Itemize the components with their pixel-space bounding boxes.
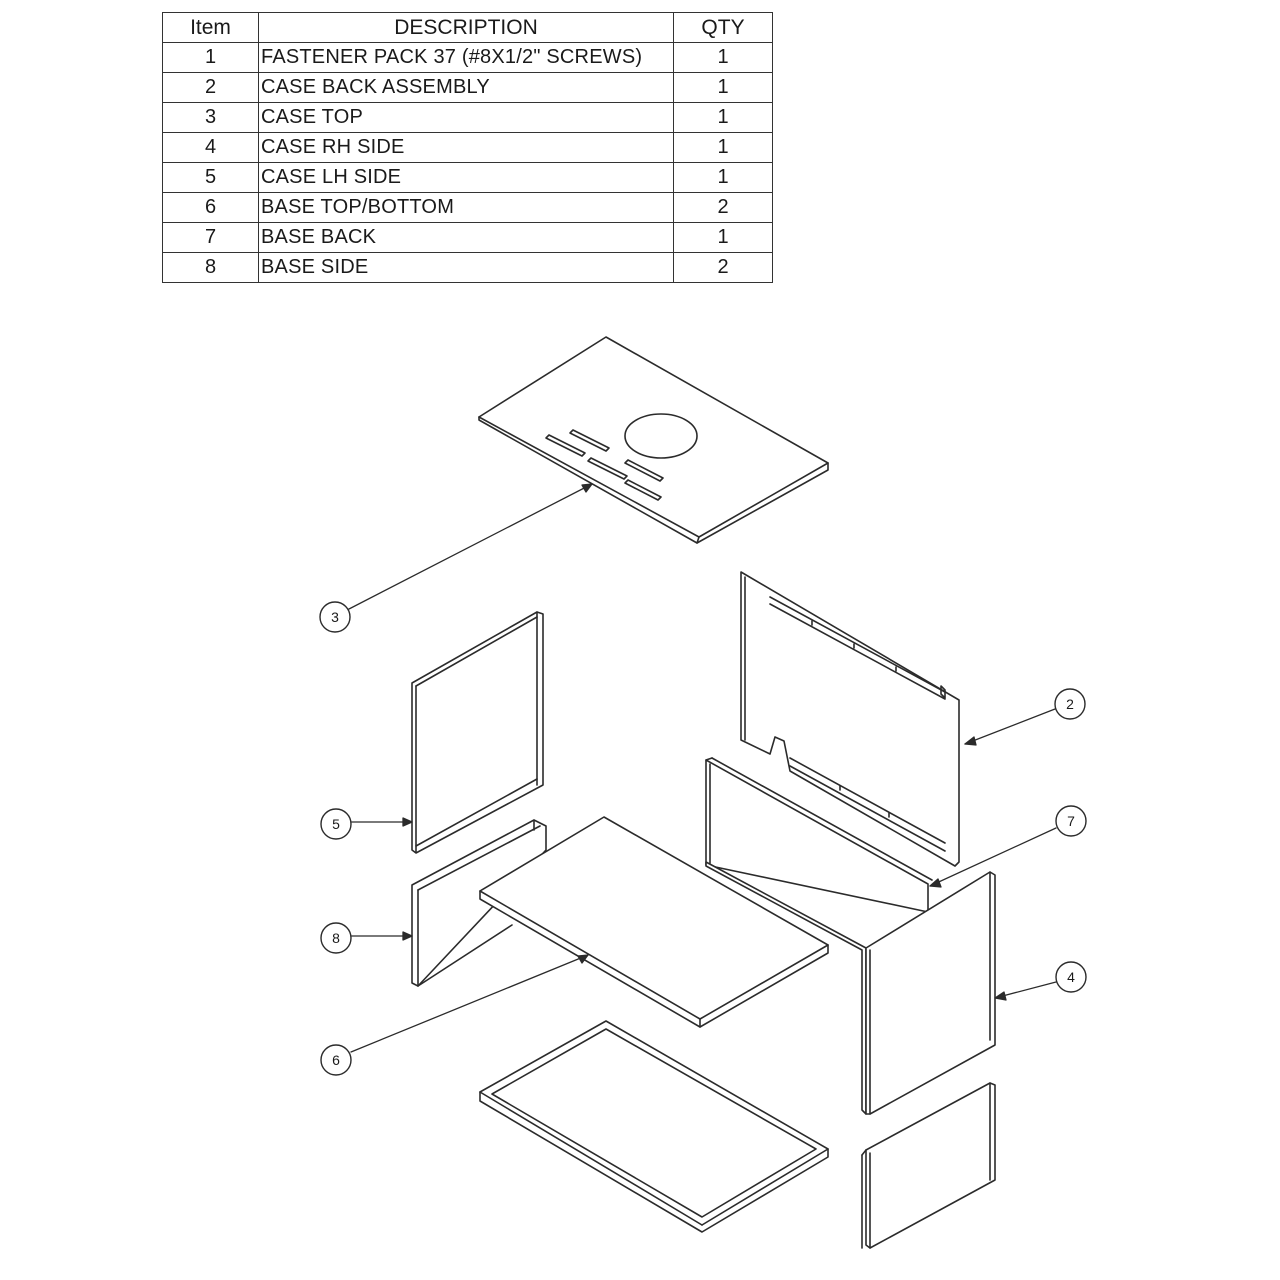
base-side-panel-right (861, 1082, 996, 1249)
case-lh-side-panel (411, 611, 544, 854)
base-bottom-tray (479, 1020, 829, 1233)
arrowhead-5 (402, 817, 413, 827)
case-rh-side-panel (705, 861, 996, 1115)
leader-7 (929, 827, 1057, 887)
row-description: CASE LH SIDE (258, 162, 674, 193)
header-item: Item (162, 12, 259, 43)
row-description: FASTENER PACK 37 (#8X1/2" SCREWS) (258, 42, 674, 73)
top-round-cutout (624, 413, 698, 459)
row-item: 5 (162, 162, 259, 193)
row-item: 2 (162, 72, 259, 103)
callout-6: 6 (320, 1044, 352, 1076)
callout-4: 4 (1055, 961, 1087, 993)
base-back-panel (705, 757, 933, 913)
arrowhead-6 (577, 954, 589, 964)
arrowhead-4 (994, 991, 1007, 1001)
row-description: BASE SIDE (258, 252, 674, 283)
row-qty: 1 (673, 132, 773, 163)
top-vent-slots (545, 429, 664, 501)
callout-balloons: 3 2 5 7 8 4 6 (319, 601, 1087, 1076)
leader-3 (348, 483, 593, 610)
svg-text:3: 3 (331, 609, 339, 625)
callout-7: 7 (1055, 805, 1087, 837)
svg-text:4: 4 (1067, 969, 1075, 985)
base-top-panel (479, 816, 829, 1028)
row-description: BASE BACK (258, 222, 674, 253)
callout-3: 3 (319, 601, 351, 633)
arrowhead-3 (581, 483, 593, 493)
table-header-row: Item DESCRIPTION QTY (162, 12, 773, 43)
row-item: 8 (162, 252, 259, 283)
row-description: CASE TOP (258, 102, 674, 133)
base-side-panel-left (411, 819, 547, 987)
callout-5: 5 (320, 808, 352, 840)
case-back-assembly (740, 571, 960, 867)
leader-lines (348, 483, 1057, 1053)
leader-6 (350, 954, 589, 1053)
header-description: DESCRIPTION (258, 12, 674, 43)
leader-2 (964, 708, 1056, 745)
case-top-panel (478, 336, 829, 544)
svg-text:7: 7 (1067, 813, 1075, 829)
callout-8: 8 (320, 922, 352, 954)
row-qty: 2 (673, 252, 773, 283)
arrowhead-7 (929, 878, 942, 888)
svg-text:8: 8 (332, 930, 340, 946)
row-description: CASE RH SIDE (258, 132, 674, 163)
arrowhead-8 (402, 931, 413, 941)
svg-text:6: 6 (332, 1052, 340, 1068)
svg-text:5: 5 (332, 816, 340, 832)
callout-2: 2 (1054, 688, 1086, 720)
arrowhead-2 (964, 736, 977, 746)
row-item: 1 (162, 42, 259, 73)
svg-text:2: 2 (1066, 696, 1074, 712)
